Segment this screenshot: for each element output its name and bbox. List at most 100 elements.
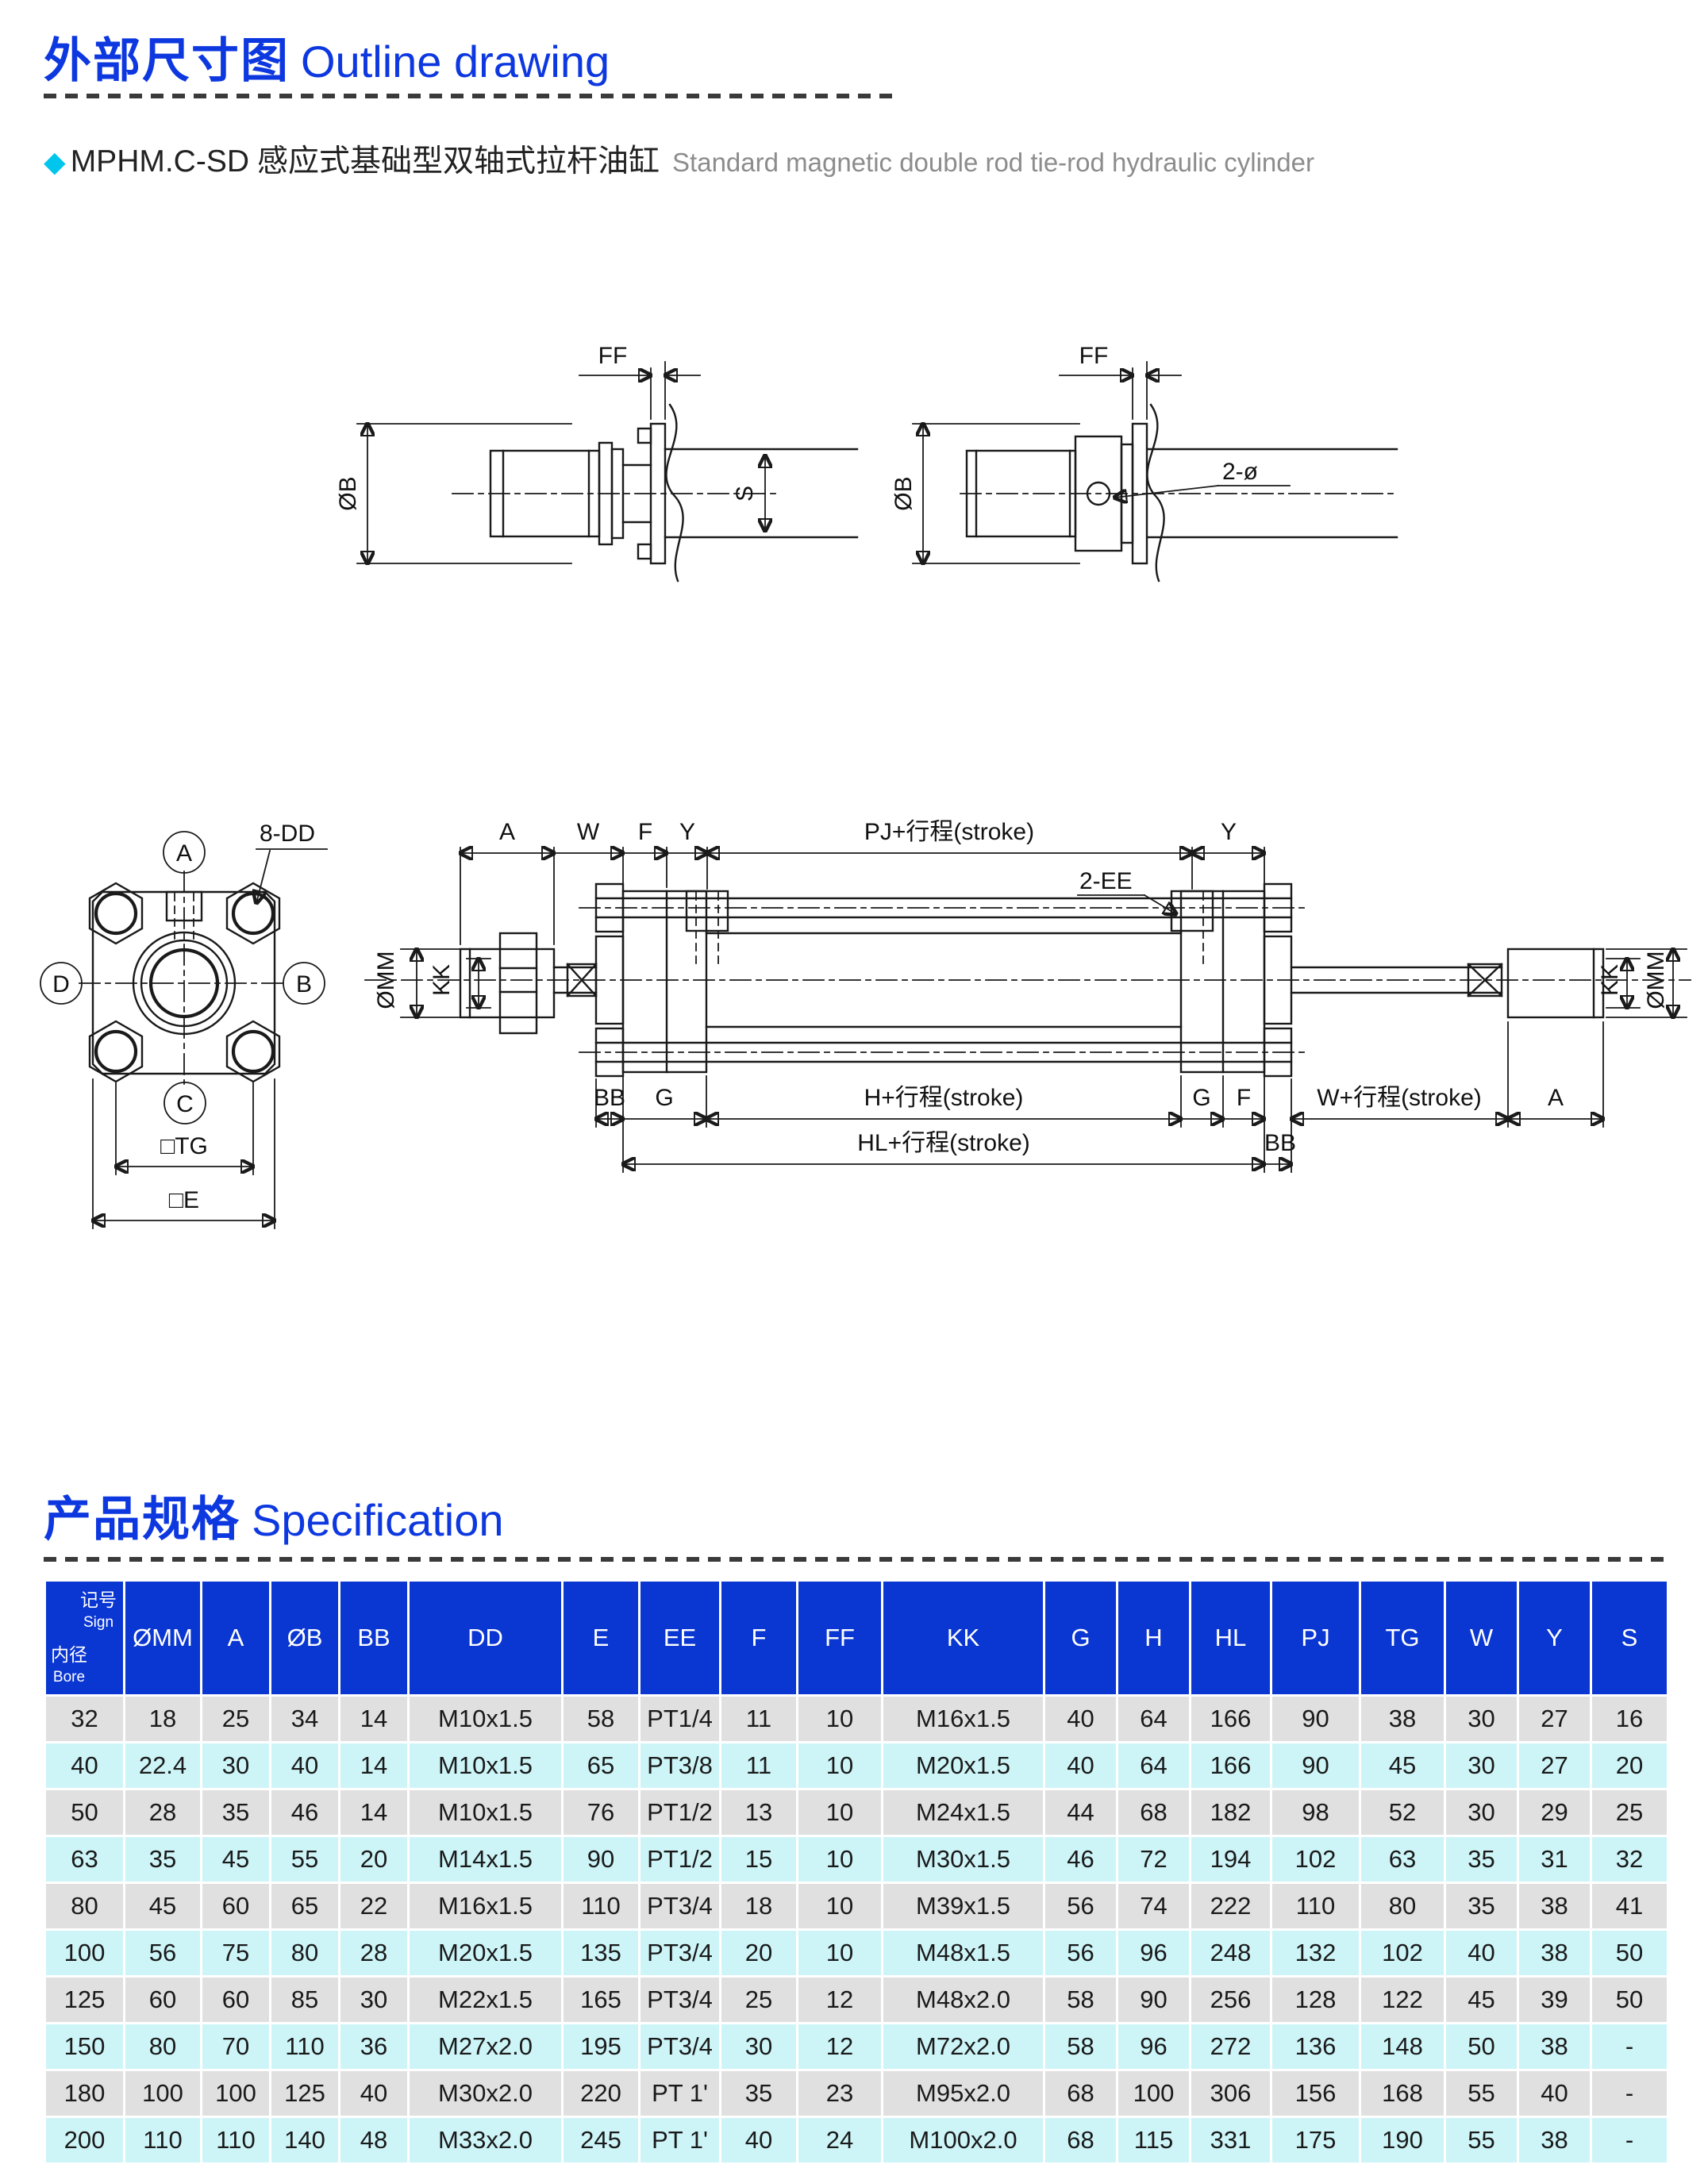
value-cell: - <box>1590 2069 1669 2118</box>
value-cell: 100 <box>123 2069 202 2118</box>
port-label-d: D <box>52 971 70 998</box>
value-cell: 22.4 <box>123 1741 202 1790</box>
value-cell: M39x1.5 <box>881 1882 1045 1931</box>
dim-label-diam-b: ØB <box>335 476 361 510</box>
value-cell: 10 <box>796 1741 883 1790</box>
value-cell: 122 <box>1359 1975 1446 2024</box>
value-cell: 40 <box>1043 1694 1118 1743</box>
value-cell: 40 <box>1043 1741 1118 1790</box>
value-cell: 10 <box>796 1882 883 1931</box>
bore-cell: 100 <box>44 1928 125 1978</box>
corner-bolts <box>88 882 281 1083</box>
bore-cell: 63 <box>44 1835 125 1884</box>
value-cell: M22x1.5 <box>407 1975 564 2024</box>
column-header: G <box>1043 1579 1118 1697</box>
value-cell: M10x1.5 <box>407 1694 564 1743</box>
value-cell: 60 <box>123 1975 202 2024</box>
column-header: DD <box>407 1579 564 1697</box>
dim-label-diam-mm-right: ØMM <box>1643 951 1669 1009</box>
value-cell: 132 <box>1270 1928 1361 1978</box>
value-cell: 45 <box>123 1882 202 1931</box>
dim-label-h-stroke: H+行程(stroke) <box>864 1085 1024 1111</box>
value-cell: 168 <box>1359 2069 1446 2118</box>
value-cell: 30 <box>338 1975 410 2024</box>
value-cell: 136 <box>1270 2022 1361 2071</box>
value-cell: 272 <box>1189 2022 1272 2071</box>
value-cell: 96 <box>1116 2022 1191 2071</box>
value-cell: 12 <box>796 2022 883 2071</box>
value-cell: 100 <box>1116 2069 1191 2118</box>
value-cell: 194 <box>1189 1835 1272 1884</box>
value-cell: M16x1.5 <box>407 1882 564 1931</box>
value-cell: M14x1.5 <box>407 1835 564 1884</box>
value-cell: 80 <box>123 2022 202 2071</box>
value-cell: 10 <box>796 1928 883 1978</box>
value-cell: 222 <box>1189 1882 1272 1931</box>
value-cell: 56 <box>123 1928 202 1978</box>
value-cell: 90 <box>1116 1975 1191 2024</box>
front-view-drawing: A B C D 8-DD □TG □E <box>40 821 328 1229</box>
value-cell: 20 <box>719 1928 798 1978</box>
value-cell: 39 <box>1517 1975 1592 2024</box>
value-cell: 48 <box>338 2116 410 2165</box>
value-cell: M30x2.0 <box>407 2069 564 2118</box>
dim-label-w-left: W <box>577 819 600 845</box>
dim-label-8dd: 8-DD <box>260 821 315 847</box>
bore-cell: 200 <box>44 2116 125 2165</box>
value-cell: 46 <box>269 1788 340 1837</box>
value-cell: M10x1.5 <box>407 1741 564 1790</box>
value-cell: 256 <box>1189 1975 1272 2024</box>
value-cell: PT1/2 <box>638 1788 721 1837</box>
value-cell: 68 <box>1116 1788 1191 1837</box>
value-cell: 245 <box>561 2116 640 2165</box>
value-cell: 60 <box>200 1882 271 1931</box>
value-cell: M100x2.0 <box>881 2116 1045 2165</box>
value-cell: 10 <box>796 1835 883 1884</box>
column-header: KK <box>881 1579 1045 1697</box>
dim-label-hl-stroke: HL+行程(stroke) <box>857 1130 1030 1156</box>
value-cell: 28 <box>123 1788 202 1837</box>
value-cell: 68 <box>1043 2116 1118 2165</box>
value-cell: 38 <box>1517 2022 1592 2071</box>
value-cell: 38 <box>1517 2116 1592 2165</box>
value-cell: PT1/4 <box>638 1694 721 1743</box>
value-cell: 55 <box>269 1835 340 1884</box>
dim-label-g-left: G <box>655 1085 673 1111</box>
value-cell: 14 <box>338 1694 410 1743</box>
column-header: A <box>200 1579 271 1697</box>
value-cell: 44 <box>1043 1788 1118 1837</box>
value-cell: 35 <box>1444 1835 1519 1884</box>
value-cell: 38 <box>1517 1882 1592 1931</box>
column-header: W <box>1444 1579 1519 1697</box>
bore-cell: 125 <box>44 1975 125 2024</box>
value-cell: 135 <box>561 1928 640 1978</box>
value-cell: 25 <box>200 1694 271 1743</box>
value-cell: 52 <box>1359 1788 1446 1837</box>
diamond-bullet-icon: ◆ <box>44 145 66 178</box>
value-cell: 35 <box>123 1835 202 1884</box>
value-cell: 90 <box>561 1835 640 1884</box>
value-cell: 96 <box>1116 1928 1191 1978</box>
corner-sign-label: 记号 Sign <box>80 1589 117 1631</box>
value-cell: 13 <box>719 1788 798 1837</box>
value-cell: 35 <box>719 2069 798 2118</box>
value-cell: 195 <box>561 2022 640 2071</box>
subtitle-zh: 感应式基础型双轴式拉杆油缸 <box>257 144 660 179</box>
value-cell: 16 <box>1590 1694 1669 1743</box>
value-cell: 38 <box>1517 1928 1592 1978</box>
value-cell: 22 <box>338 1882 410 1931</box>
value-cell: 10 <box>796 1788 883 1837</box>
page-title-zh: 外部尺寸图 <box>44 34 290 87</box>
model-code: MPHM.C-SD <box>70 144 250 179</box>
value-cell: 18 <box>719 1882 798 1931</box>
value-cell: 55 <box>1444 2116 1519 2165</box>
value-cell: 31 <box>1517 1835 1592 1884</box>
value-cell: 11 <box>719 1741 798 1790</box>
value-cell: 41 <box>1590 1882 1669 1931</box>
